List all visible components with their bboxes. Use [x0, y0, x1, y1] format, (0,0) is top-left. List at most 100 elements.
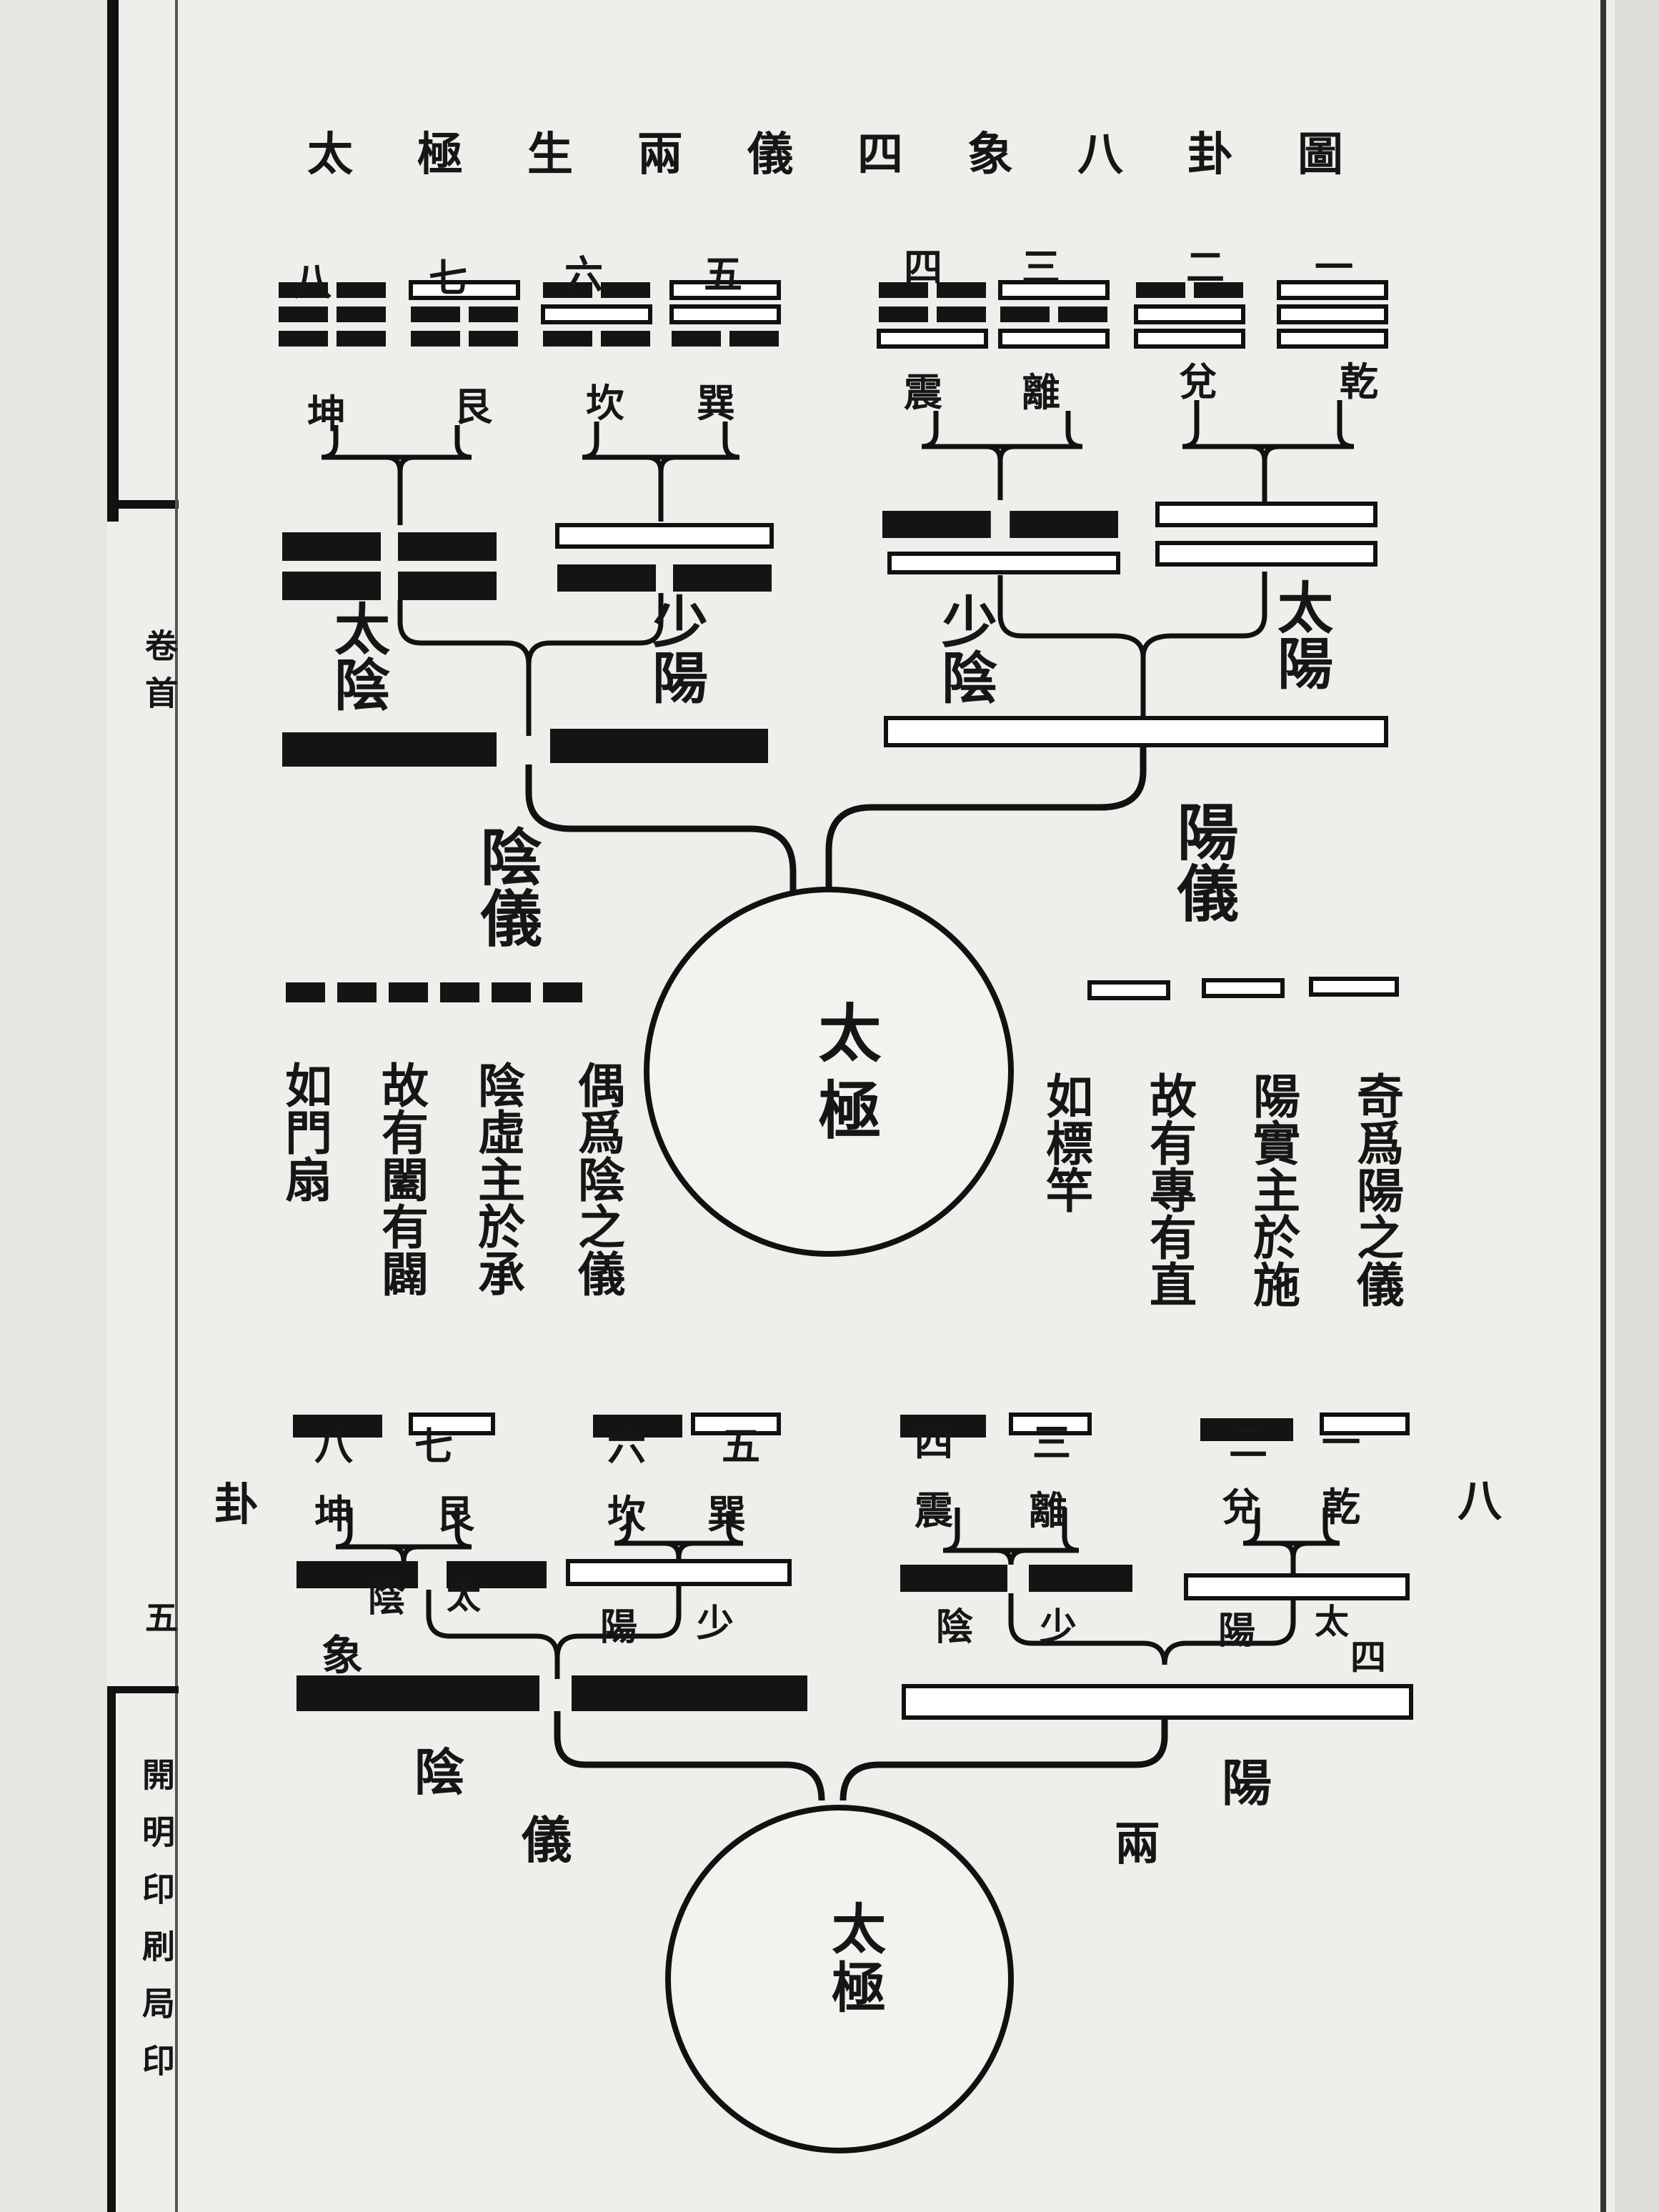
top-link-shaoyin-join	[997, 614, 1146, 718]
top-stem-shaoyin-right	[921, 411, 1015, 462]
top-trigram-bars-xun-line2	[669, 304, 781, 324]
top-yang-yi-bar	[884, 716, 1388, 747]
top-trigram-bars-kun-line3-right	[337, 282, 386, 298]
top-number-8: 八	[293, 259, 332, 304]
top-trigram-bars-kun-line1-left	[279, 331, 328, 347]
top-trigram-bars-kun-line2-right	[337, 307, 386, 322]
bottom-trigram-kun: 坤	[314, 1491, 353, 1537]
yin-note-mark-5	[492, 982, 531, 1002]
top-shaoyang-lower-right	[673, 564, 772, 592]
bottom-number-8: 八	[314, 1423, 353, 1469]
bottom-shaoyin-bar-left	[900, 1565, 1007, 1592]
bottom-stem-taiyang-right	[1242, 1508, 1308, 1558]
bottom-yang: 陽	[1222, 1753, 1272, 1813]
top-trigram-zhen: 震	[904, 369, 942, 415]
top-image-shaoyang: 少陽	[643, 593, 708, 704]
yin-note-mark-3	[389, 982, 428, 1002]
bottom-trigram-li: 離	[1029, 1488, 1067, 1533]
bottom-image-shao-left: 少	[697, 1602, 734, 1645]
top-image-taiyang: 太陽	[1268, 579, 1333, 690]
top-trigram-bars-gen-line3	[409, 280, 520, 300]
top-trigram-bars-kan-line1-left	[543, 331, 592, 347]
bottom-top-bar-kun	[293, 1415, 382, 1438]
bottom-image-shao-right: 少	[1040, 1605, 1077, 1649]
bottom-stem-taiyin-right	[335, 1508, 419, 1562]
top-trigram-bars-kan-line3-right	[601, 282, 650, 298]
bottom-top-bar-gen	[409, 1413, 495, 1435]
bottom-bagua-label-gua: 卦	[214, 1478, 259, 1530]
bottom-yin-bar-right	[572, 1675, 807, 1711]
bottom-diagram-graphics	[293, 1413, 1413, 2153]
bottom-top-bar-kan	[593, 1415, 682, 1438]
bottom-trigram-gen: 艮	[436, 1491, 474, 1537]
yang-note-mark-1	[1309, 977, 1399, 997]
top-stem-shaoyang-left	[646, 422, 740, 472]
page-title-text: 太極生兩儀四象八卦圖	[307, 128, 1408, 181]
yang-note-col-3: 故有專有直	[1142, 1072, 1197, 1307]
bottom-taiji-label: 太極	[822, 1900, 886, 2018]
bottom-trigram-xun: 巽	[707, 1491, 746, 1537]
top-trigram-bars-kun-line1-right	[337, 331, 386, 347]
top-trigram-bars-gen-line2-right	[469, 307, 518, 322]
top-stem-shaoyang-right	[582, 422, 676, 472]
yin-note-mark-1	[286, 982, 325, 1002]
top-trigram-bars-zhen-line2-left	[879, 307, 928, 322]
yin-note-col-3: 故有闔有闢	[374, 1061, 429, 1297]
frame-border-top-left	[107, 0, 119, 522]
bottom-number-6: 六	[607, 1423, 646, 1469]
top-trigram-bars-li-line2-left	[1000, 307, 1050, 322]
top-number-2: 二	[1186, 244, 1225, 290]
bottom-yang-bar	[902, 1684, 1413, 1720]
top-image-taiyin: 太陰	[325, 600, 390, 712]
page-title: 太極生兩儀四象八卦圖	[307, 118, 1408, 184]
top-stem-taiyin-right	[321, 425, 415, 472]
bottom-stem-taiyang-left	[1278, 1508, 1340, 1558]
top-stem-taiyang-left	[1250, 400, 1355, 462]
bottom-image-tai-right: 太	[1315, 1602, 1350, 1642]
top-trigram-bars-kun-line2-left	[279, 307, 328, 322]
top-yin-yi: 陰儀	[469, 825, 542, 948]
page-gutter	[1600, 0, 1606, 2212]
top-number-7: 七	[429, 255, 467, 301]
frame-border-bottom-left	[107, 1686, 116, 2212]
bottom-image-yin-right: 陰	[936, 1605, 974, 1649]
top-number-5: 五	[704, 251, 742, 297]
top-trigram-bars-kan-line3-left	[543, 282, 592, 298]
top-yin-yi-bar-right	[550, 729, 768, 763]
top-trigram-bars-kan-line2	[541, 304, 652, 324]
bottom-trigram-qian: 乾	[1322, 1484, 1360, 1530]
top-trigram-bars-gen-line1-left	[411, 331, 460, 347]
top-trigram-bars-zhen-line3-right	[937, 282, 986, 298]
top-stem-shaoyin-left	[985, 411, 1083, 462]
top-shaoyin-upper-right	[1010, 511, 1118, 538]
top-taiyang-upper	[1155, 502, 1377, 527]
top-link-taiyin-join	[397, 600, 532, 665]
top-trigram-bars-dui-line1	[1134, 329, 1245, 349]
top-trigram-bars-xun-line3	[669, 280, 781, 300]
top-trigram-bars-gen-line2-left	[411, 307, 460, 322]
bottom-image-yin-left: 陰	[368, 1577, 406, 1620]
bottom-shaoyin-bar-right	[1029, 1565, 1132, 1592]
bottom-number-3: 三	[1032, 1420, 1071, 1465]
bottom-number-5: 五	[722, 1423, 760, 1469]
bottom-liangyi-label-yi: 儀	[522, 1810, 572, 1870]
top-taiji-circle	[644, 887, 1014, 1257]
bottom-top-bar-qian	[1320, 1413, 1410, 1435]
bottom-stem-taiyin-left	[389, 1508, 472, 1562]
bottom-taiji-circle	[665, 1805, 1014, 2153]
bottom-top-bar-zhen	[900, 1415, 986, 1438]
top-trigram-bars-li-line2-right	[1058, 307, 1107, 322]
top-trigram-kan: 坎	[586, 380, 624, 426]
bottom-stem-shaoyin-right	[942, 1508, 1026, 1565]
top-trigram-bars-qian-line1	[1277, 329, 1388, 349]
top-trigram-bars-dui-line3-left	[1136, 282, 1185, 298]
frame-border-corner	[107, 500, 179, 509]
top-shaoyang-lower-left	[557, 564, 656, 592]
top-trigram-bars-dui-line3-right	[1194, 282, 1243, 298]
yin-note-col-2: 陰虛主於承	[470, 1061, 526, 1297]
bottom-number-4: 四	[915, 1420, 953, 1465]
top-taiyin-lower-right	[398, 572, 497, 600]
bottom-bagua-label-ba: 八	[1458, 1475, 1503, 1527]
